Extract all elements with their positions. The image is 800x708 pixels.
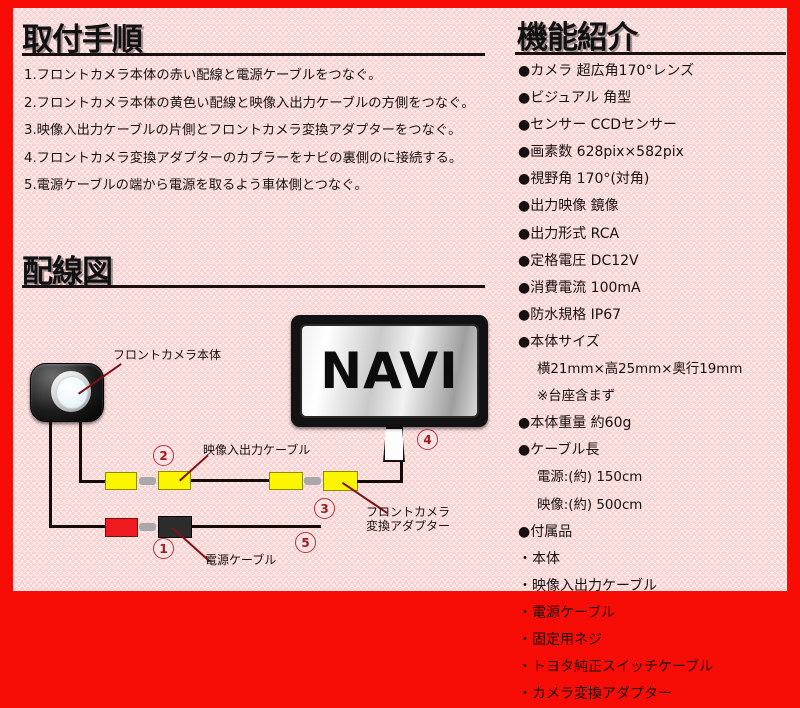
feature-size-note: ※台座含まず	[537, 389, 616, 405]
wire-power-cable	[191, 525, 321, 528]
feature-waterproof: ●防水規格 IP67	[518, 306, 622, 323]
marker-3: 3	[314, 498, 335, 519]
feature-voltage: ●定格電圧 DC12V	[518, 252, 639, 269]
plug-joint-power	[139, 523, 156, 531]
feature-size-detail: 横21mm×高25mm×奥行19mm	[537, 362, 743, 378]
feature-cable-power: 電源:(約) 150cm	[537, 470, 643, 486]
feature-visual: ●ビジュアル 角型	[518, 90, 632, 107]
wiring-diagram-title: 配線図	[22, 254, 113, 290]
marker-1: 1	[153, 538, 174, 559]
feature-output-image: ●出力映像 鏡像	[518, 198, 619, 215]
accessory-camera-adapter: ・カメラ変換アダプター	[518, 686, 672, 703]
plug-joint-yellow-1	[139, 477, 156, 485]
install-steps-rule	[22, 53, 485, 56]
camera-lens-icon	[56, 376, 88, 409]
wire-av-cable	[191, 479, 270, 482]
features-rule	[515, 52, 786, 55]
wiring-diagram: フロントカメラ本体 NAVI 映像入出力ケーブル	[13, 240, 505, 591]
connector-red-camera-side	[105, 518, 138, 537]
callout-adapter: フロントカメラ変換アダプター	[366, 505, 450, 533]
features-list: ●カメラ 超広角170°レンズ ●ビジュアル 角型 ●センサー CCDセンサー …	[518, 58, 788, 708]
wire-camera-red-vertical	[49, 420, 52, 528]
marker-4: 4	[417, 429, 438, 450]
av-cable-leader-line	[179, 454, 209, 482]
callout-front-camera: フロントカメラ本体	[113, 348, 222, 362]
install-step-1: 1.フロントカメラ本体の赤い配線と電源ケーブルをつなぐ。	[24, 68, 382, 83]
navi-head-unit: NAVI	[291, 315, 488, 427]
wire-camera-yellow-vertical	[79, 420, 82, 483]
install-steps-title: 取付手順	[22, 22, 143, 58]
accessory-screw: ・固定用ネジ	[518, 631, 602, 648]
feature-body-size: ●本体サイズ	[518, 333, 600, 350]
feature-fov: ●視野角 170°(対角)	[518, 171, 650, 188]
feature-weight: ●本体重量 約60g	[518, 415, 632, 432]
feature-cable-length: ●ケーブル長	[518, 442, 600, 459]
pink-hatched-panel	[13, 8, 787, 591]
feature-camera: ●カメラ 超広角170°レンズ	[518, 63, 695, 79]
callout-power-cable: 電源ケーブル	[205, 553, 277, 567]
install-step-3: 3.映像入出力ケーブルの片側とフロントカメラ変換アダプターをつなぐ。	[24, 123, 462, 138]
accessory-av-cable: ・映像入出力ケーブル	[518, 577, 658, 594]
connector-yellow-camera-side	[105, 472, 137, 490]
marker-5: 5	[295, 532, 316, 553]
feature-sensor: ●センサー CCDセンサー	[518, 117, 677, 134]
connector-yellow-av-cable-out	[269, 472, 303, 490]
accessory-body: ・本体	[518, 550, 560, 567]
install-step-4: 4.フロントカメラ変換アダプターのカプラーをナビの裏側のに接続する。	[24, 150, 463, 166]
feature-current: ●消費電流 100mA	[518, 279, 641, 296]
callout-adapter-line1: フロントカメラ	[366, 505, 451, 519]
wiring-diagram-rule	[22, 285, 485, 288]
feature-accessories: ●付属品	[518, 523, 573, 540]
connector-white-navi-coupler	[383, 427, 405, 462]
features-title: 機能紹介	[517, 20, 638, 56]
accessory-power-cable: ・電源ケーブル	[518, 604, 616, 621]
navi-screen: NAVI	[300, 324, 479, 418]
navi-label: NAVI	[320, 342, 459, 400]
feature-cable-video: 映像:(約) 500cm	[537, 497, 643, 513]
callout-av-cable: 映像入出力ケーブル	[203, 443, 311, 457]
feature-output-format: ●出力形式 RCA	[518, 225, 620, 242]
wire-camera-yellow-horizontal	[79, 480, 107, 483]
install-step-5: 5.電源ケーブルの端から電源を取るよう車体側とつなぐ。	[24, 178, 368, 193]
marker-2: 2	[153, 445, 174, 466]
poster-root: 取付手順 1.フロントカメラ本体の赤い配線と電源ケーブルをつなぐ。 2.フロント…	[13, 8, 787, 703]
wire-adapter-to-navi	[357, 480, 403, 483]
callout-adapter-line2: 変換アダプター	[366, 519, 451, 533]
front-camera-body	[30, 363, 104, 422]
feature-pixels: ●画素数 628pix×582pix	[518, 144, 684, 161]
accessory-toyota-switch-cable: ・トヨタ純正スイッチケーブル	[518, 659, 714, 676]
plug-joint-yellow-2	[304, 477, 321, 485]
install-steps-list: 1.フロントカメラ本体の赤い配線と電源ケーブルをつなぐ。 2.フロントカメラ本体…	[24, 62, 494, 200]
wire-camera-red-horizontal	[49, 525, 107, 528]
install-step-2: 2.フロントカメラ本体の黄色い配線と映像入出力ケーブルの方側をつなぐ。	[24, 95, 475, 111]
connector-black-power-cable	[158, 516, 192, 538]
